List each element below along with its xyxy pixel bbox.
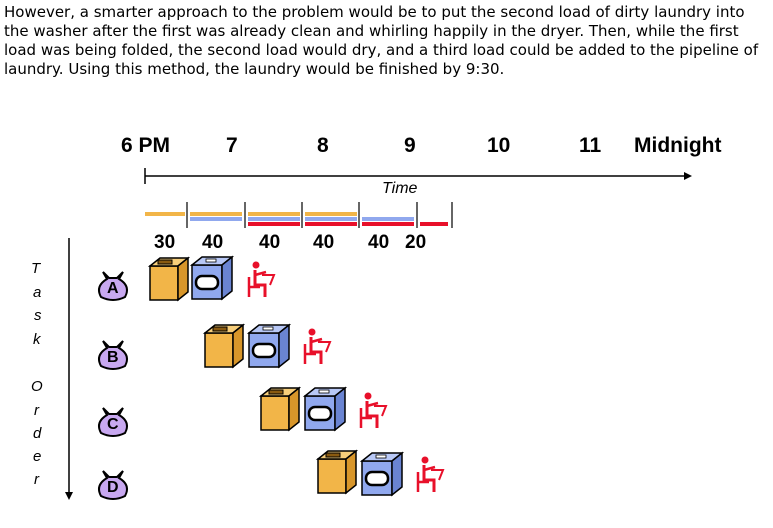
- task-b-row: B: [98, 323, 332, 370]
- axis-letter: d: [33, 425, 42, 442]
- laundry-bag-icon: D: [98, 470, 128, 500]
- laundry-bag-icon: B: [98, 340, 128, 370]
- task-b-label: B: [107, 349, 119, 366]
- task-c-label: C: [107, 416, 119, 433]
- duration-label: 30: [154, 232, 175, 253]
- axis-letter: s: [34, 307, 42, 324]
- duration-label: 40: [368, 232, 389, 253]
- time-label-10: 10: [487, 134, 510, 157]
- laundry-bag-icon: C: [98, 407, 128, 437]
- time-label-7: 7: [226, 134, 238, 157]
- time-label-9: 9: [404, 134, 416, 157]
- task-order-axis-label: T a s k O r d e r: [31, 260, 43, 488]
- dryer-icon: [303, 386, 347, 432]
- folding-person-icon: [303, 327, 332, 366]
- axis-letter: k: [33, 331, 42, 348]
- duration-label: 40: [202, 232, 223, 253]
- task-order-axis: [65, 238, 73, 500]
- folding-person-icon: [247, 260, 276, 299]
- task-a-row: A: [98, 255, 276, 301]
- axis-letter: r: [34, 471, 40, 488]
- time-label-8: 8: [317, 134, 329, 157]
- folding-person-icon: [359, 391, 388, 430]
- washer-icon: [260, 387, 300, 431]
- duration-label: 40: [259, 232, 280, 253]
- task-c-row: C: [98, 386, 388, 437]
- task-d-label: D: [107, 479, 119, 496]
- time-axis-label: Time: [382, 180, 418, 197]
- dryer-icon: [247, 323, 291, 369]
- dryer-icon: [190, 255, 234, 301]
- washer-icon: [204, 324, 244, 368]
- task-a-label: A: [107, 280, 119, 297]
- explanation-paragraph: However, a smarter approach to the probl…: [4, 3, 759, 78]
- axis-letter: T: [31, 260, 42, 277]
- dryer-icon: [360, 451, 404, 497]
- time-axis: [144, 168, 692, 184]
- washer-icon: [149, 257, 189, 301]
- time-label-midnight: Midnight: [634, 134, 721, 157]
- task-d-row: D: [98, 450, 445, 500]
- axis-letter: r: [34, 402, 40, 419]
- time-label-11: 11: [579, 134, 602, 157]
- duration-label: 40: [313, 232, 334, 253]
- folding-person-icon: [416, 455, 445, 494]
- time-label-6pm: 6 PM: [121, 134, 170, 157]
- stage-bars: [145, 202, 453, 228]
- axis-letter: a: [33, 284, 41, 301]
- laundry-bag-icon: A: [98, 271, 128, 301]
- washer-icon: [317, 450, 357, 494]
- axis-letter: O: [31, 378, 43, 395]
- axis-letter: e: [33, 448, 41, 465]
- duration-label: 20: [405, 232, 426, 253]
